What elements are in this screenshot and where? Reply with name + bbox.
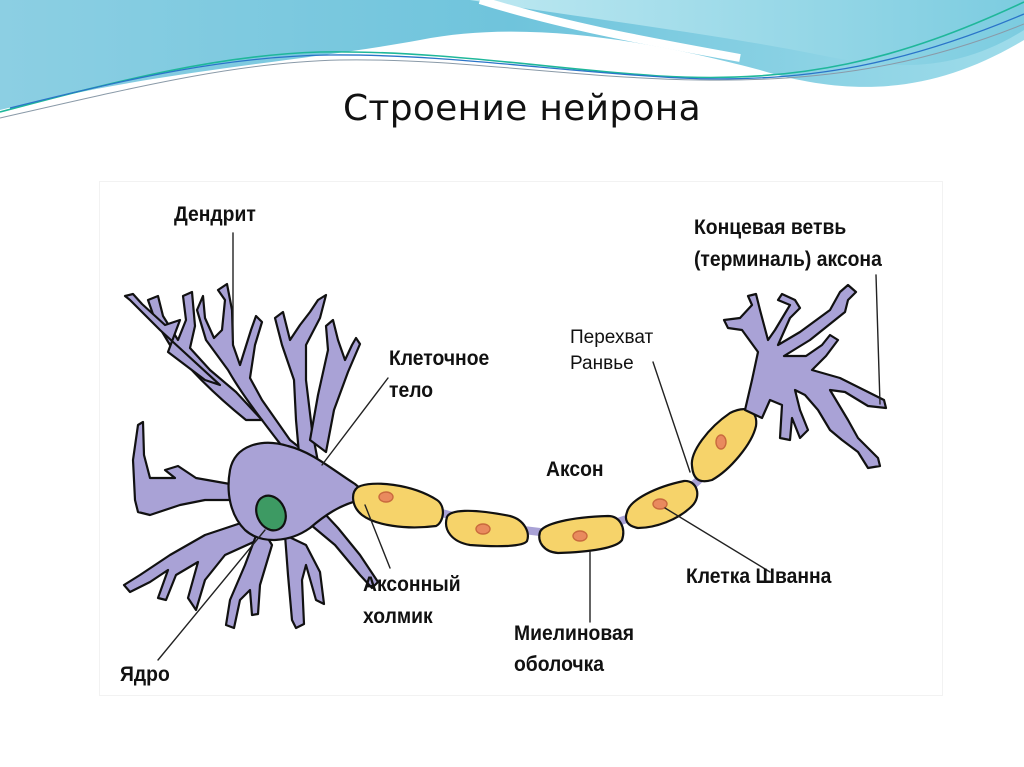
leader-lines	[157, 232, 881, 661]
axon-terminal-branches	[722, 283, 888, 470]
label-nucleus: Ядро	[120, 663, 170, 686]
schwann-cell-nuclei	[378, 434, 727, 542]
label-axon-terminal-line1: Концевая ветвь	[694, 216, 847, 239]
cell-body-with-dendrites	[122, 282, 380, 630]
label-axon: Аксон	[546, 458, 604, 481]
label-dendrite: Дендрит	[174, 203, 256, 226]
label-myelin-sheath-line1: Миелиновая	[514, 622, 634, 645]
label-cell-body-line1: Клеточное	[389, 347, 490, 370]
label-axon-hillock-line2: холмик	[363, 605, 433, 628]
cell-nucleus	[255, 494, 287, 532]
label-cell-body-line2: тело	[389, 379, 434, 402]
label-schwann-cell: Клетка Шванна	[686, 565, 832, 588]
label-myelin-sheath-line2: оболочка	[514, 653, 605, 676]
slide-title: Строение нейрона	[342, 88, 701, 129]
figure-frame	[100, 182, 942, 695]
header-wave-decoration	[0, 0, 1024, 119]
label-axon-hillock-line1: Аксонный	[363, 573, 461, 596]
label-node-of-ranvier-line1: Перехват	[570, 327, 654, 348]
label-node-of-ranvier-line2: Ранвье	[570, 353, 634, 374]
label-axon-terminal-line2: (терминаль) аксона	[694, 248, 882, 271]
